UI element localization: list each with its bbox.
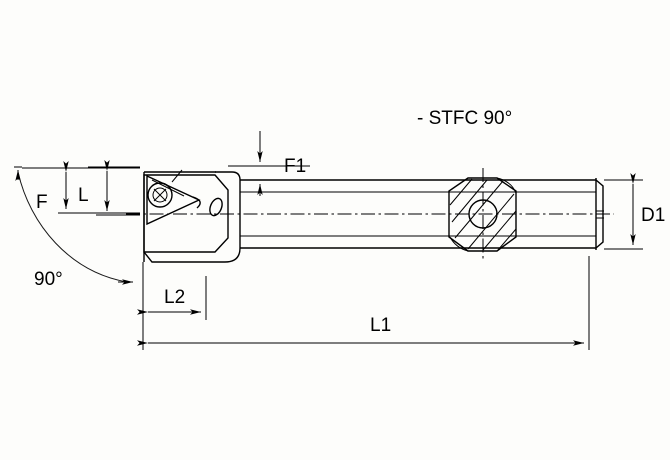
- dim-f-label: F: [36, 192, 48, 213]
- dimension-d1: D1: [604, 173, 665, 250]
- boss-knurl-line-5: [482, 210, 517, 251]
- dim-d1-label: D1: [641, 205, 665, 226]
- knurled-clamp-boss: [448, 168, 517, 262]
- boss-octagon-outline: [448, 177, 517, 252]
- coolant-port-opening: [209, 197, 223, 217]
- dim-l1-label: L1: [370, 315, 391, 336]
- dimension-l1: L1: [137, 256, 590, 350]
- insert-triangle: [146, 174, 201, 226]
- drawing-title: - STFC 90°: [417, 108, 512, 129]
- angle-callout-90: 90°: [14, 166, 133, 290]
- coolant-outlet-ellipse: [209, 197, 223, 217]
- screw-drive-slot-b: [153, 188, 167, 202]
- dimension-l: L: [78, 160, 140, 216]
- boss-corner-arc-bottom: [449, 236, 469, 252]
- insert-nose-radius: [192, 196, 201, 209]
- head-body-profile: [143, 174, 229, 253]
- boss-knurl-line-4: [467, 193, 515, 250]
- insert-clamp-screw: [147, 182, 173, 208]
- head-lower-profile: [143, 171, 241, 263]
- shank-right-chamfer: [595, 179, 604, 249]
- insert-leader-tick: [171, 169, 183, 183]
- boss-knurl-line-1: [451, 179, 488, 223]
- shank-body: [240, 178, 604, 250]
- angle-leader-arc: [17, 171, 128, 283]
- boss-corner-arc-top: [496, 177, 517, 194]
- boss-knurl-line-2: [449, 178, 473, 206]
- dim-l2-label: L2: [164, 287, 185, 308]
- dimension-f1: F1: [228, 131, 310, 196]
- boss-knurl-line-6: [497, 228, 517, 251]
- dim-l-label: L: [78, 185, 89, 206]
- dim-f1-label: F1: [284, 156, 306, 177]
- insert-facet-line: [151, 179, 185, 197]
- insert-screw-inner-circle: [152, 187, 168, 203]
- tool-head-outline: [143, 171, 241, 263]
- dimension-f: F: [22, 161, 140, 214]
- dimension-l2: L2: [137, 262, 207, 320]
- triangular-insert: [146, 169, 201, 226]
- angle-label: 90°: [34, 269, 63, 290]
- boss-knurl-line-3: [454, 180, 504, 239]
